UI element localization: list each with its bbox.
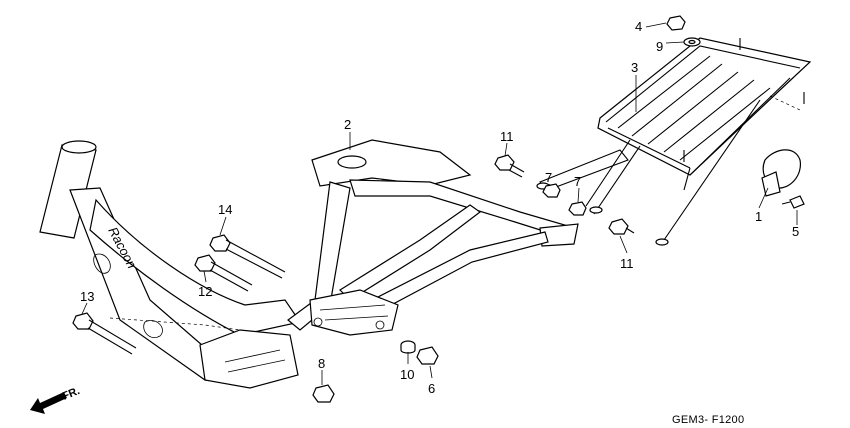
bolt-11-top: [494, 154, 525, 178]
callout-2: 2: [344, 117, 351, 132]
callout-9: 9: [656, 39, 663, 54]
callout-1: 1: [755, 209, 762, 224]
callout-11-top: 11: [500, 129, 514, 144]
nut-4: [666, 15, 686, 31]
bolt-11-lower: [608, 218, 635, 235]
nut-6: [416, 346, 439, 365]
washer-9: [683, 37, 701, 47]
bolt-13: [72, 312, 137, 355]
washer-10: [400, 340, 416, 354]
rear-carrier: [536, 37, 812, 246]
callout-5: 5: [792, 224, 799, 239]
nut-7-right: [568, 201, 587, 216]
nut-7-left: [542, 183, 561, 198]
callout-3: 3: [631, 60, 638, 75]
reflector-part: [761, 149, 802, 197]
callout-14: 14: [218, 202, 232, 217]
callout-10: 10: [400, 367, 414, 382]
callout-6: 6: [428, 381, 435, 396]
callout-11-lower: 11: [620, 256, 634, 271]
callout-4: 4: [635, 19, 642, 34]
bolt-14: [209, 234, 286, 279]
callout-12: 12: [198, 284, 212, 299]
front-direction-label: FR.: [61, 385, 82, 403]
callout-13: 13: [80, 289, 94, 304]
leader-lines: [81, 22, 798, 385]
callout-8: 8: [318, 356, 325, 371]
screw-5: [781, 195, 805, 209]
callout-7-right: 7: [574, 174, 581, 189]
rear-frame: [287, 139, 579, 336]
diagram-code: GEM3- F1200: [672, 414, 744, 426]
front-direction-arrow: FR.: [30, 385, 82, 414]
bolt-12: [194, 254, 253, 292]
callout-7-left: 7: [545, 170, 552, 185]
nut-8: [312, 384, 335, 403]
main-frame: Racoon: [39, 140, 301, 389]
